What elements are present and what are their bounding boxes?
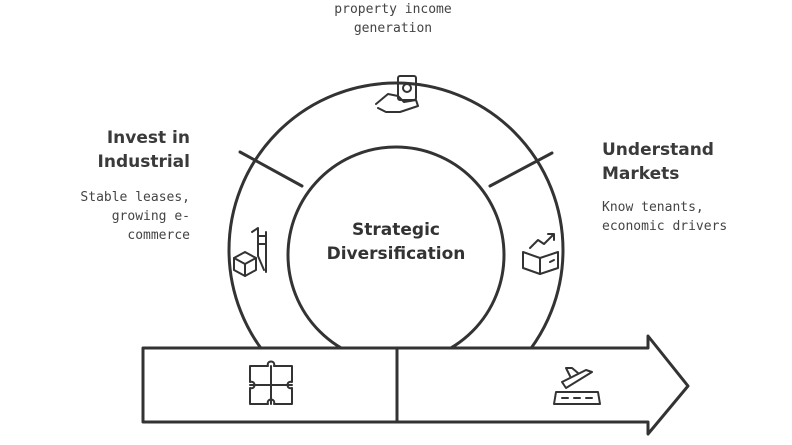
right-desc-line1: Know tenants, (602, 200, 704, 215)
top-label: property income generation (300, 0, 486, 38)
left-title-line1: Invest in (106, 128, 190, 148)
left-title-line2: Industrial (97, 152, 190, 172)
right-desc-line2: economic drivers (602, 219, 728, 234)
top-label-line1: property income (334, 2, 452, 17)
top-label-line2: generation (353, 21, 433, 36)
left-desc-line1: Stable leases, (80, 190, 190, 205)
right-title-line1: Understand (602, 140, 714, 160)
hand-truck-boxes-icon (233, 227, 267, 277)
puzzle-pieces-icon (249, 360, 293, 405)
left-title: Invest in Industrial (40, 126, 190, 174)
center-label-line2: Diversification (326, 244, 466, 264)
left-description: Stable leases, growing e- commerce (40, 188, 190, 245)
ring-divider-left (238, 150, 304, 188)
right-title: Understand Markets (602, 138, 782, 186)
big-arrow (141, 334, 690, 436)
left-desc-line2: growing e- (111, 209, 190, 224)
right-title-line2: Markets (602, 164, 680, 184)
center-label: Strategic Diversification (306, 218, 486, 266)
left-desc-line3: commerce (127, 228, 190, 243)
right-description: Know tenants, economic drivers (602, 198, 788, 236)
box-with-growth-arrow-icon (522, 233, 559, 275)
ring-divider-right (488, 151, 554, 188)
center-label-line1: Strategic (352, 220, 440, 240)
hand-holding-money-icon (375, 75, 419, 113)
plane-takeoff-icon (553, 367, 601, 405)
